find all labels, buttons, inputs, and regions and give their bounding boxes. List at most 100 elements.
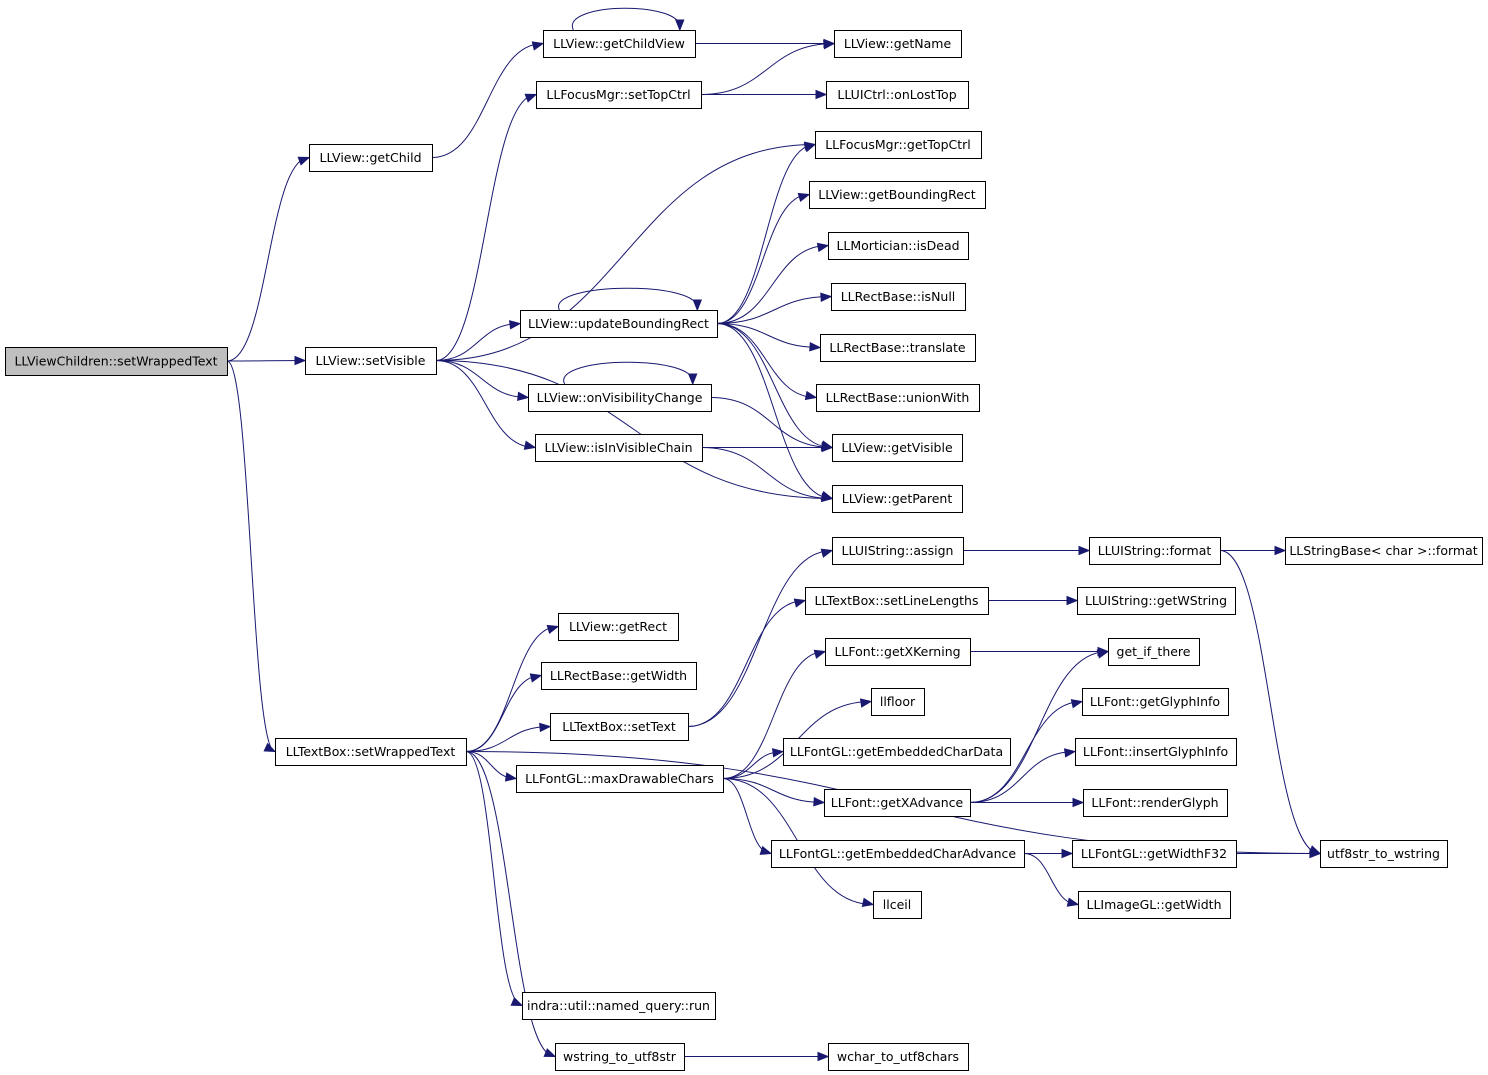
node-llfloor[interactable]: llfloor: [871, 688, 925, 716]
node-box: [826, 81, 969, 109]
edge-line: [465, 675, 542, 752]
node-wchar_to_utf8chars[interactable]: wchar_to_utf8chars: [828, 1043, 969, 1071]
node-label: llfloor: [880, 694, 916, 709]
node-label: LLTextBox::setWrappedText: [286, 744, 456, 759]
edge-updateBoundingRect-to-getParent: [716, 323, 834, 500]
arrowhead: [816, 242, 830, 253]
node-uiformat[interactable]: LLUIString::format: [1089, 537, 1221, 565]
node-llceil[interactable]: llceil: [873, 891, 922, 919]
node-box: [820, 334, 976, 362]
node-rbGetWidth[interactable]: LLRectBase::getWidth: [541, 662, 697, 690]
node-renderGlyph[interactable]: LLFont::renderGlyph: [1083, 789, 1228, 817]
node-insertGlyphInfo[interactable]: LLFont::insertGlyphInfo: [1075, 738, 1237, 766]
edge-line: [716, 194, 810, 324]
node-setLineLengths[interactable]: LLTextBox::setLineLengths: [805, 587, 989, 615]
edge-setLineLengths-to-getWString: [988, 595, 1079, 606]
node-box: [828, 1043, 969, 1071]
node-box: [871, 688, 925, 716]
node-onLostTop[interactable]: LLUICtrl::onLostTop: [826, 81, 969, 109]
node-root[interactable]: LLViewChildren::setWrappedText: [5, 347, 228, 376]
node-box: [535, 434, 703, 462]
node-label: LLMortician::isDead: [836, 238, 959, 253]
node-sbformat[interactable]: LLStringBase< char >::format: [1285, 537, 1483, 565]
edge-line: [1219, 550, 1321, 854]
node-getRect[interactable]: LLView::getRect: [558, 613, 679, 641]
arrowhead: [294, 355, 307, 366]
arrowhead: [803, 143, 817, 153]
arrowhead: [861, 897, 875, 907]
node-label: LLFontGL::getWidthF32: [1081, 846, 1227, 861]
node-label: LLFont::getXAdvance: [831, 795, 964, 810]
node-tbSetWrappedText[interactable]: LLTextBox::setWrappedText: [275, 738, 467, 766]
node-box: [815, 131, 982, 159]
node-getWidthF32[interactable]: LLFontGL::getWidthF32: [1072, 840, 1237, 868]
edge-line: [226, 360, 276, 752]
node-label: LLTextBox::setLineLengths: [815, 593, 979, 608]
node-label: LLView::updateBoundingRect: [528, 316, 709, 331]
edge-tbSetWrappedText-to-named_query_run: [465, 751, 524, 1007]
node-translate[interactable]: LLRectBase::translate: [820, 334, 976, 362]
node-box: [834, 30, 962, 58]
edge-line: [571, 7, 681, 31]
node-box: [1077, 587, 1236, 615]
edge-line: [969, 751, 1076, 803]
node-getChild[interactable]: LLView::getChild: [309, 144, 433, 172]
node-updateBoundingRect[interactable]: LLView::updateBoundingRect: [520, 310, 718, 338]
edge-line: [435, 144, 816, 361]
node-getWString[interactable]: LLUIString::getWString: [1077, 587, 1236, 615]
arrowhead: [759, 845, 773, 855]
node-getChildView[interactable]: LLView::getChildView: [543, 30, 696, 58]
node-getXAdvance[interactable]: LLFont::getXAdvance: [824, 789, 971, 817]
edge-line: [710, 397, 833, 448]
node-assign[interactable]: LLUIString::assign: [832, 537, 964, 565]
edge-updateBoundingRect-to-isNull: [716, 292, 833, 324]
node-label: LLRectBase::isNull: [841, 289, 956, 304]
node-maxDrawableChars[interactable]: LLFontGL::maxDrawableChars: [516, 765, 724, 793]
node-onVisibilityChange[interactable]: LLView::onVisibilityChange: [528, 384, 712, 412]
node-getXKerning[interactable]: LLFont::getXKerning: [825, 638, 971, 666]
edge-getXAdvance-to-renderGlyph: [969, 797, 1085, 808]
node-utf8str_to_wstring[interactable]: utf8str_to_wstring: [1320, 840, 1448, 868]
node-box: [550, 713, 689, 741]
edge-setText-to-assign: [687, 548, 834, 727]
node-label: LLFontGL::maxDrawableChars: [525, 771, 714, 786]
edge-updateBoundingRect-to-translate: [716, 323, 822, 352]
node-label: LLFontGL::getEmbeddedCharData: [790, 744, 1003, 759]
node-getBoundingRect[interactable]: LLView::getBoundingRect: [809, 181, 986, 209]
node-setText[interactable]: LLTextBox::setText: [550, 713, 689, 741]
node-isNull[interactable]: LLRectBase::isNull: [831, 283, 966, 311]
node-label: LLFont::getGlyphInfo: [1090, 694, 1220, 709]
edge-line: [435, 323, 521, 361]
node-named_query_run[interactable]: indra::util::named_query::run: [522, 992, 716, 1020]
node-getName[interactable]: LLView::getName: [834, 30, 962, 58]
node-wstring_to_utf8str[interactable]: wstring_to_utf8str: [555, 1043, 685, 1071]
node-getGlyphInfo[interactable]: LLFont::getGlyphInfo: [1082, 688, 1229, 716]
node-label: LLView::getVisible: [841, 440, 953, 455]
node-unionWith[interactable]: LLRectBase::unionWith: [816, 384, 980, 412]
arrowhead: [546, 624, 560, 634]
node-box: [816, 384, 980, 412]
node-box: [809, 181, 986, 209]
node-getVisible[interactable]: LLView::getVisible: [832, 434, 963, 462]
node-label: LLView::getRect: [569, 619, 667, 634]
edge-line: [722, 778, 772, 854]
node-getParent[interactable]: LLView::getParent: [832, 485, 963, 513]
node-label: LLTextBox::setText: [562, 719, 676, 734]
node-isDead[interactable]: LLMortician::isDead: [828, 232, 969, 260]
arrowhead: [1070, 699, 1084, 709]
edge-line: [226, 360, 306, 362]
node-getTopCtrl[interactable]: LLFocusMgr::getTopCtrl: [815, 131, 982, 159]
arrowhead: [539, 722, 552, 733]
node-isInVisibleChain[interactable]: LLView::isInVisibleChain: [535, 434, 703, 462]
edge-line: [431, 43, 544, 158]
edge-line: [716, 323, 833, 499]
node-box: [805, 587, 989, 615]
node-setTopCtrl[interactable]: LLFocusMgr::setTopCtrl: [536, 81, 702, 109]
node-get_if_there[interactable]: get_if_there: [1108, 638, 1200, 666]
node-setVisible[interactable]: LLView::setVisible: [305, 347, 437, 375]
node-getEmbeddedCharAdvance[interactable]: LLFontGL::getEmbeddedCharAdvance: [771, 840, 1025, 868]
node-getEmbeddedCharData[interactable]: LLFontGL::getEmbeddedCharData: [783, 738, 1011, 766]
node-igGetWidth[interactable]: LLImageGL::getWidth: [1078, 891, 1231, 919]
edge-line: [700, 43, 835, 95]
